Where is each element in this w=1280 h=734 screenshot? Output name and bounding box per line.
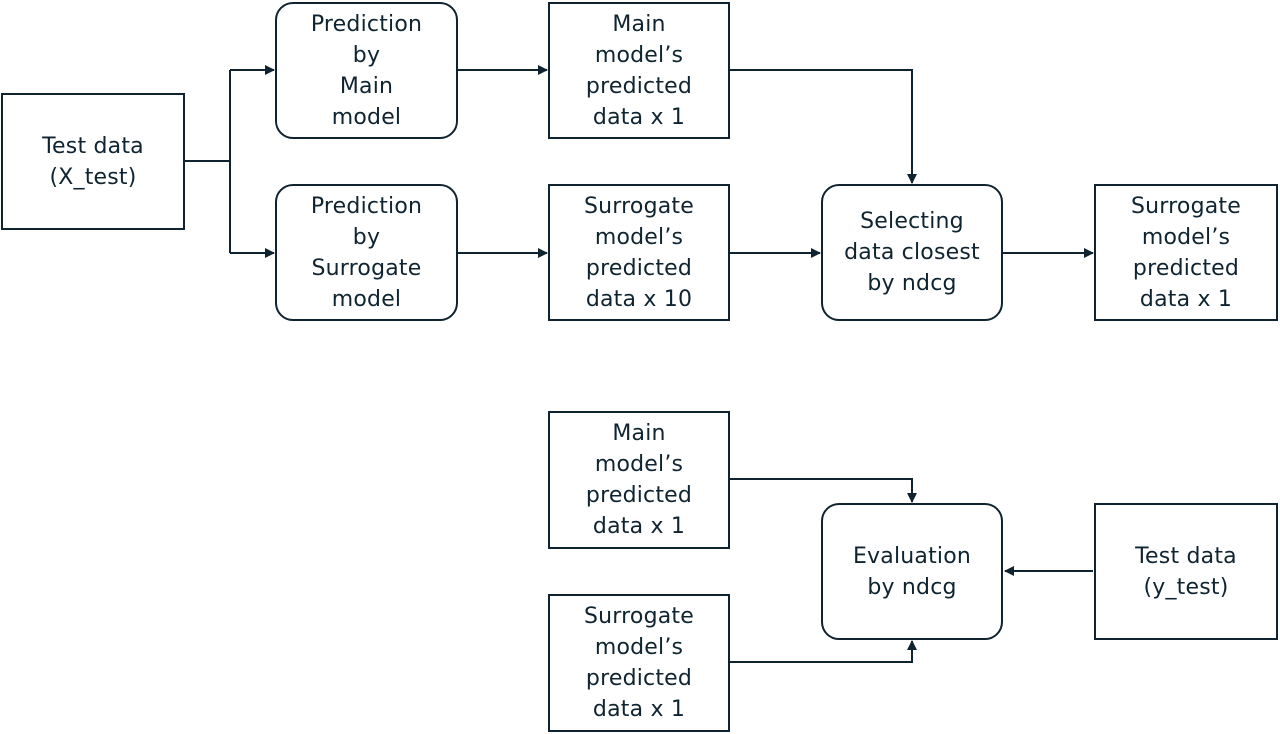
box-label-line: data x 1 xyxy=(592,514,686,539)
surrogate-pred-10-box: Surrogate model’s predicted data x 10 xyxy=(548,184,730,321)
box-label-line: Selecting xyxy=(860,209,964,234)
box-label-line: Main xyxy=(612,11,666,37)
main-pred-1-box: Main model’s predicted data x 1 xyxy=(548,2,730,139)
box-label-line: model’s xyxy=(594,42,684,68)
evaluation-box: Evaluation by ndcg xyxy=(821,503,1003,640)
box-label-line: data x 1 xyxy=(1139,286,1233,312)
box-label-line: model’s xyxy=(594,224,684,250)
box-label-line: (y_test) xyxy=(1143,574,1229,600)
box-label-line: model’s xyxy=(1141,224,1231,250)
box-label-line: Evaluation xyxy=(852,543,972,569)
arrow-surrogate-pred-to-evaluation xyxy=(730,640,917,663)
selecting-box: Selecting data closest by ndcg xyxy=(821,184,1003,321)
box-label-line: Surrogate xyxy=(584,193,694,219)
box-label-line: predicted xyxy=(585,483,693,508)
box-label-line: by xyxy=(352,42,381,68)
surrogate-pred-1-result-box: Surrogate model’s predicted data x 1 xyxy=(1094,184,1278,321)
box-label-line: Surrogate xyxy=(1131,193,1241,219)
box-label-line: Test data xyxy=(42,133,144,159)
box-label-line: Prediction xyxy=(310,11,423,37)
box-label-line: data x 1 xyxy=(592,697,686,722)
box-label-line: data closest xyxy=(844,240,980,265)
box-label-line: Main xyxy=(339,73,394,99)
box-label-line: model xyxy=(331,104,402,130)
box-label-line: by ndcg xyxy=(867,271,957,296)
test-data-x-box: Test data (X_test) xyxy=(1,93,185,230)
box-label-line: Main xyxy=(612,421,666,446)
box-label-line: predicted xyxy=(585,666,693,691)
arrow-main-pred-to-selecting xyxy=(730,69,917,184)
box-label-line: model xyxy=(331,286,402,312)
box-label-line: predicted xyxy=(585,73,693,99)
arrow-main-pred-to-evaluation xyxy=(730,478,917,503)
box-label-line: predicted xyxy=(1132,255,1240,281)
box-label-line: Surrogate xyxy=(584,604,694,629)
box-label-line: predicted xyxy=(585,255,693,281)
box-label-line: Surrogate xyxy=(311,255,422,281)
box-label-line: by xyxy=(352,224,381,250)
box-label-line: by ndcg xyxy=(867,574,957,600)
eval-main-pred-1-box: Main model’s predicted data x 1 xyxy=(548,411,730,549)
box-label-line: (X_test) xyxy=(49,164,137,190)
box-label-line: model’s xyxy=(594,452,684,477)
box-label-line: Test data xyxy=(1135,543,1237,569)
box-label-line: data x 1 xyxy=(592,104,686,130)
box-label-line: Prediction xyxy=(310,193,423,219)
box-label-line: model’s xyxy=(594,635,684,660)
test-data-y-box: Test data (y_test) xyxy=(1094,503,1278,640)
box-label-line: data x 10 xyxy=(585,286,693,312)
eval-surrogate-pred-1-box: Surrogate model’s predicted data x 1 xyxy=(548,594,730,732)
